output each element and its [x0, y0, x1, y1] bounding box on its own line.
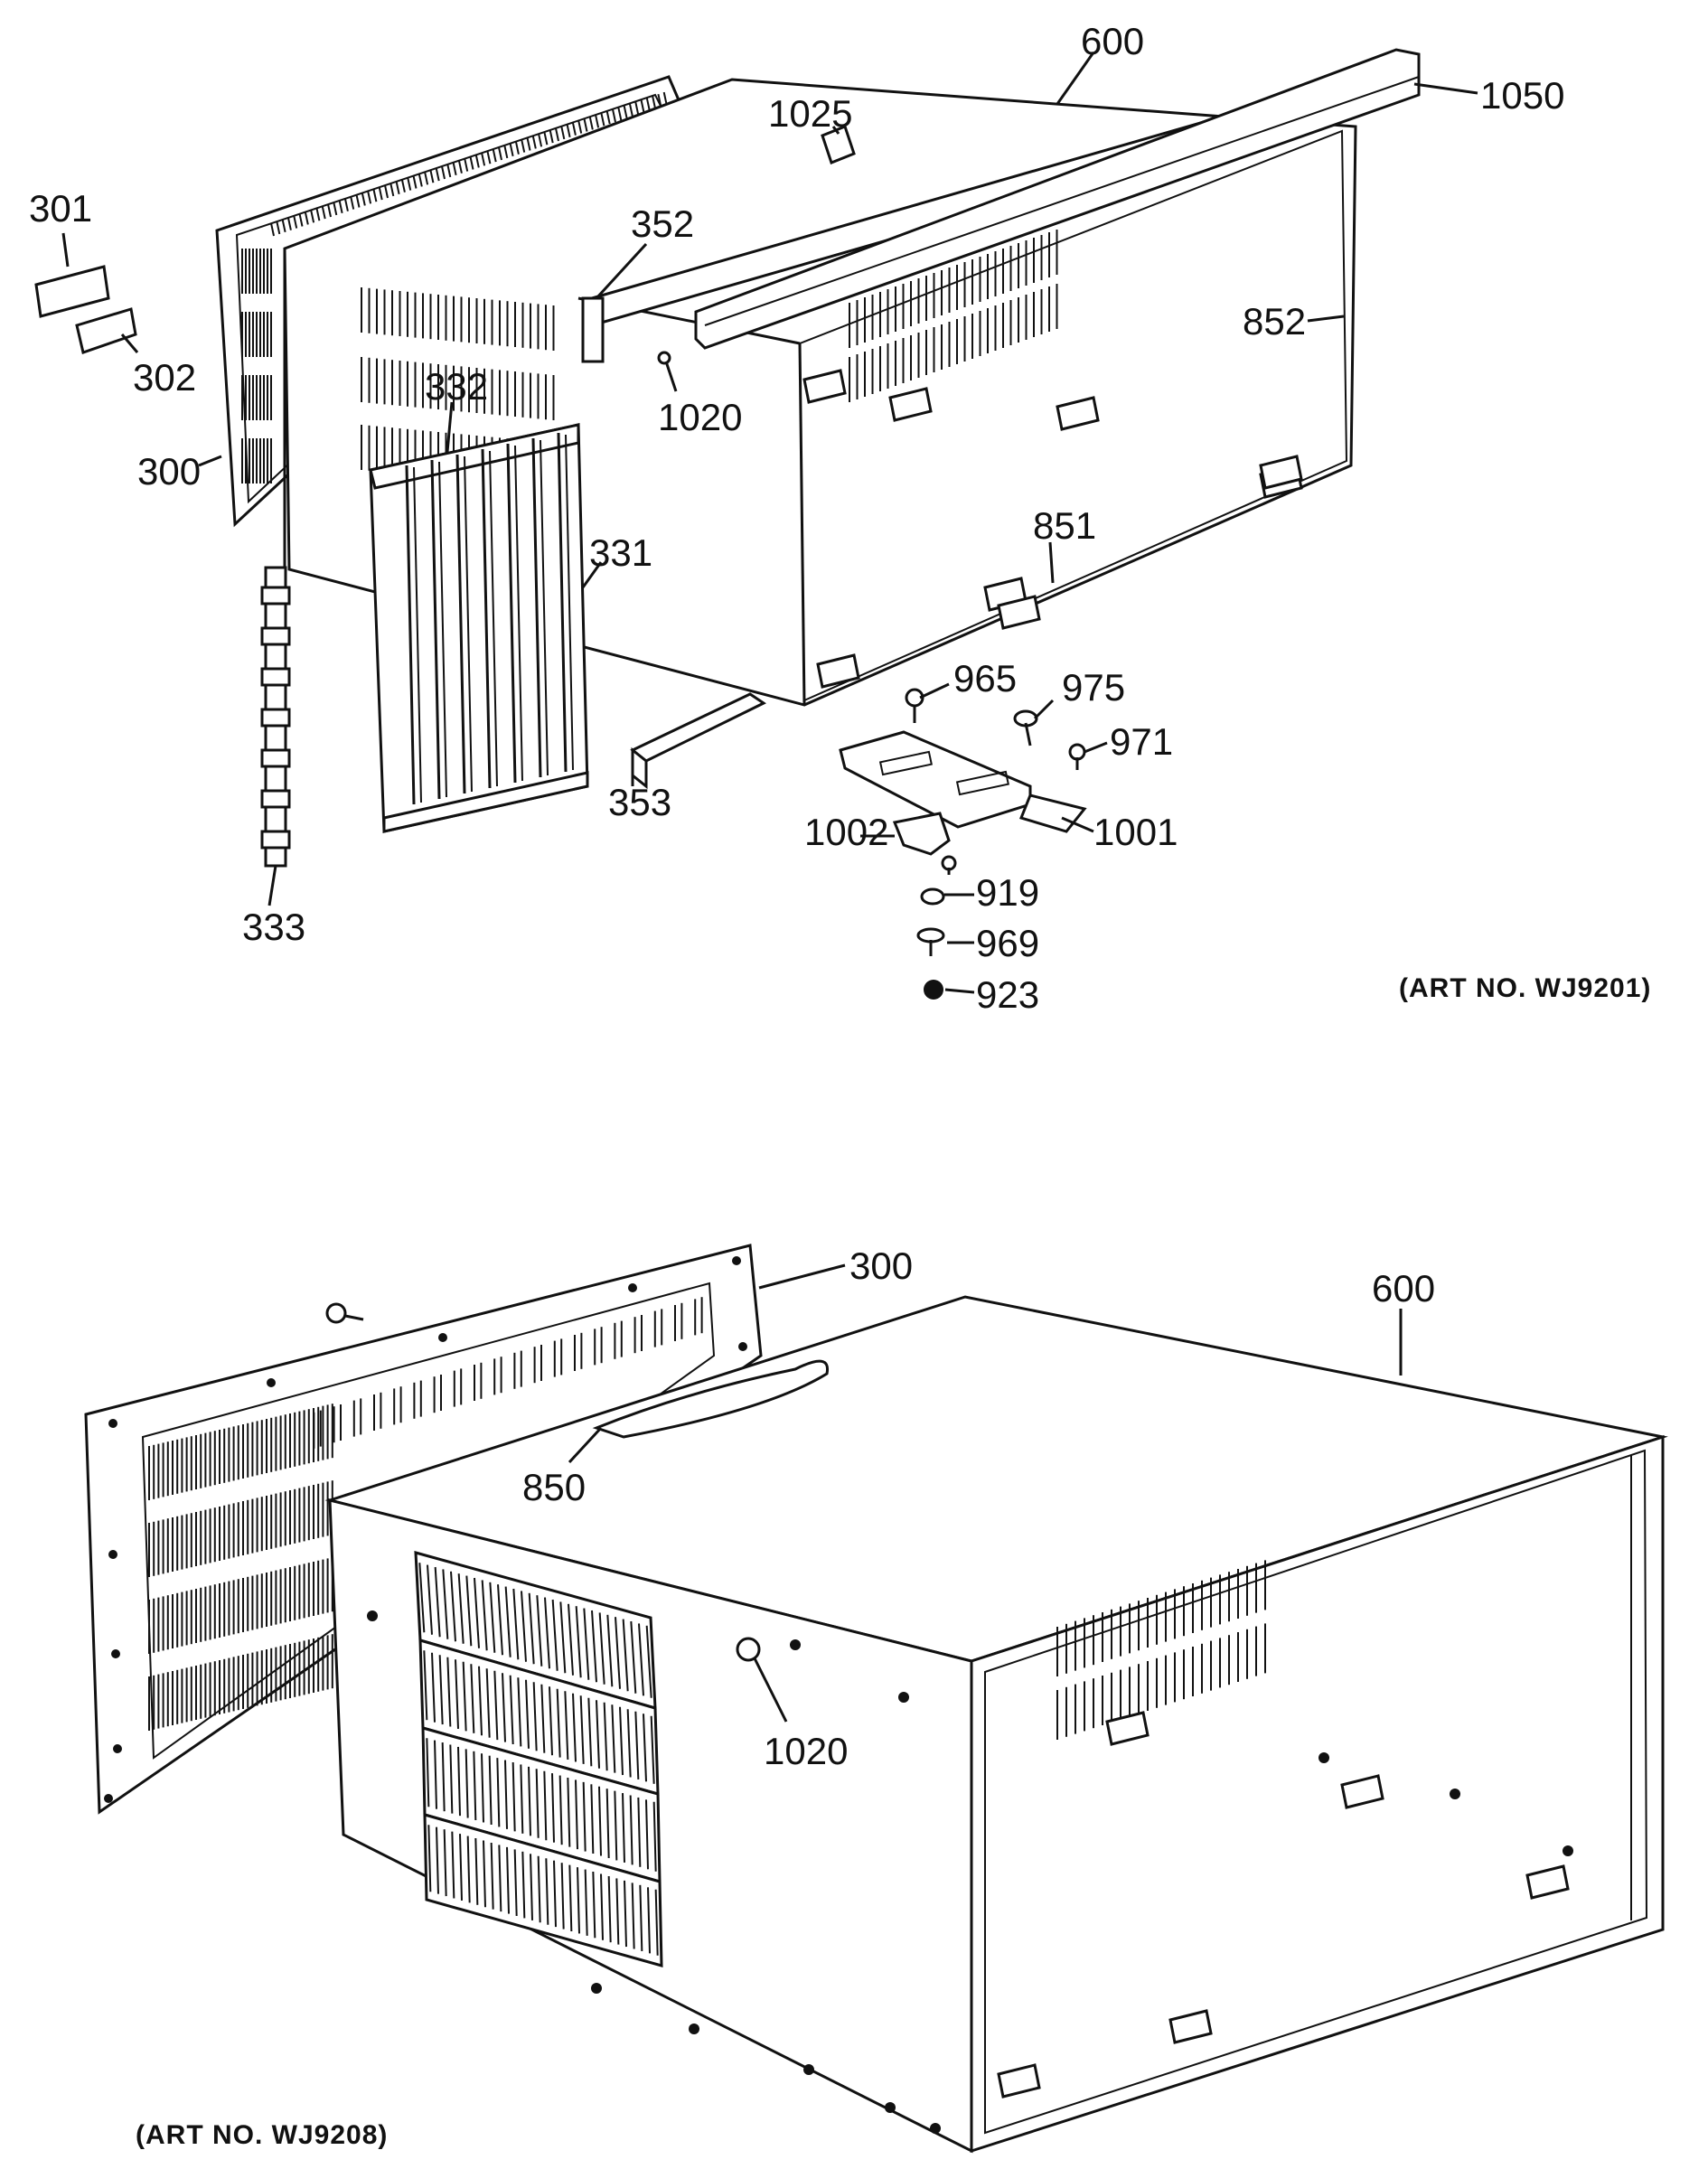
callout-1020-bottom: 1020	[764, 1730, 848, 1772]
bottom-assembly: 300 600 850 1020 (ART NO. WJ9208)	[84, 1244, 1668, 2154]
top-assembly: 600 1050 1025 301 302 352 852 300 332 10…	[29, 20, 1651, 1016]
callout-353: 353	[608, 781, 671, 823]
callout-labels-bottom: 300 600 850 1020	[522, 1244, 1435, 1772]
art-number-bottom: (ART NO. WJ9208)	[136, 2120, 388, 2150]
callout-332: 332	[425, 365, 488, 408]
bracket-352	[581, 296, 605, 363]
grille-screw	[325, 1302, 364, 1324]
callout-975: 975	[1062, 666, 1125, 709]
callout-851: 851	[1033, 504, 1096, 547]
front-panel-part	[369, 423, 589, 833]
cabinet-outer	[324, 1295, 1668, 2154]
callout-300-top: 300	[137, 450, 201, 493]
callout-352: 352	[631, 202, 694, 245]
clip-1002	[892, 812, 951, 856]
callout-965: 965	[953, 657, 1017, 700]
callout-1025: 1025	[768, 92, 852, 135]
callout-1002: 1002	[804, 811, 888, 853]
callout-969: 969	[976, 922, 1039, 964]
callout-labels-top: 600 1050 1025 301 302 352 852 300 332 10…	[29, 20, 1564, 1016]
callout-852: 852	[1243, 300, 1306, 343]
callout-1050: 1050	[1480, 74, 1564, 117]
callout-1020-top: 1020	[658, 396, 742, 438]
channel-353	[630, 692, 766, 790]
hinge-strip-part	[260, 566, 291, 868]
callout-600-bottom: 600	[1372, 1267, 1435, 1310]
leader-lines-top	[61, 52, 1478, 994]
callout-331: 331	[589, 531, 652, 574]
callout-850: 850	[522, 1466, 586, 1508]
callout-302: 302	[133, 356, 196, 399]
mounting-bracket-1001	[839, 730, 1087, 833]
callout-300-bottom: 300	[849, 1244, 913, 1287]
callout-1001: 1001	[1093, 811, 1178, 853]
callout-301: 301	[29, 187, 92, 230]
art-number-top: (ART NO. WJ9201)	[1399, 973, 1651, 1003]
callout-333: 333	[242, 906, 305, 948]
callout-971: 971	[1110, 720, 1173, 763]
callout-600: 600	[1081, 20, 1144, 62]
latch-parts	[34, 265, 137, 354]
leader-lines-bottom	[568, 1263, 1403, 1723]
callout-919: 919	[976, 871, 1039, 914]
fasteners	[657, 125, 1086, 1000]
callout-923: 923	[976, 973, 1039, 1016]
